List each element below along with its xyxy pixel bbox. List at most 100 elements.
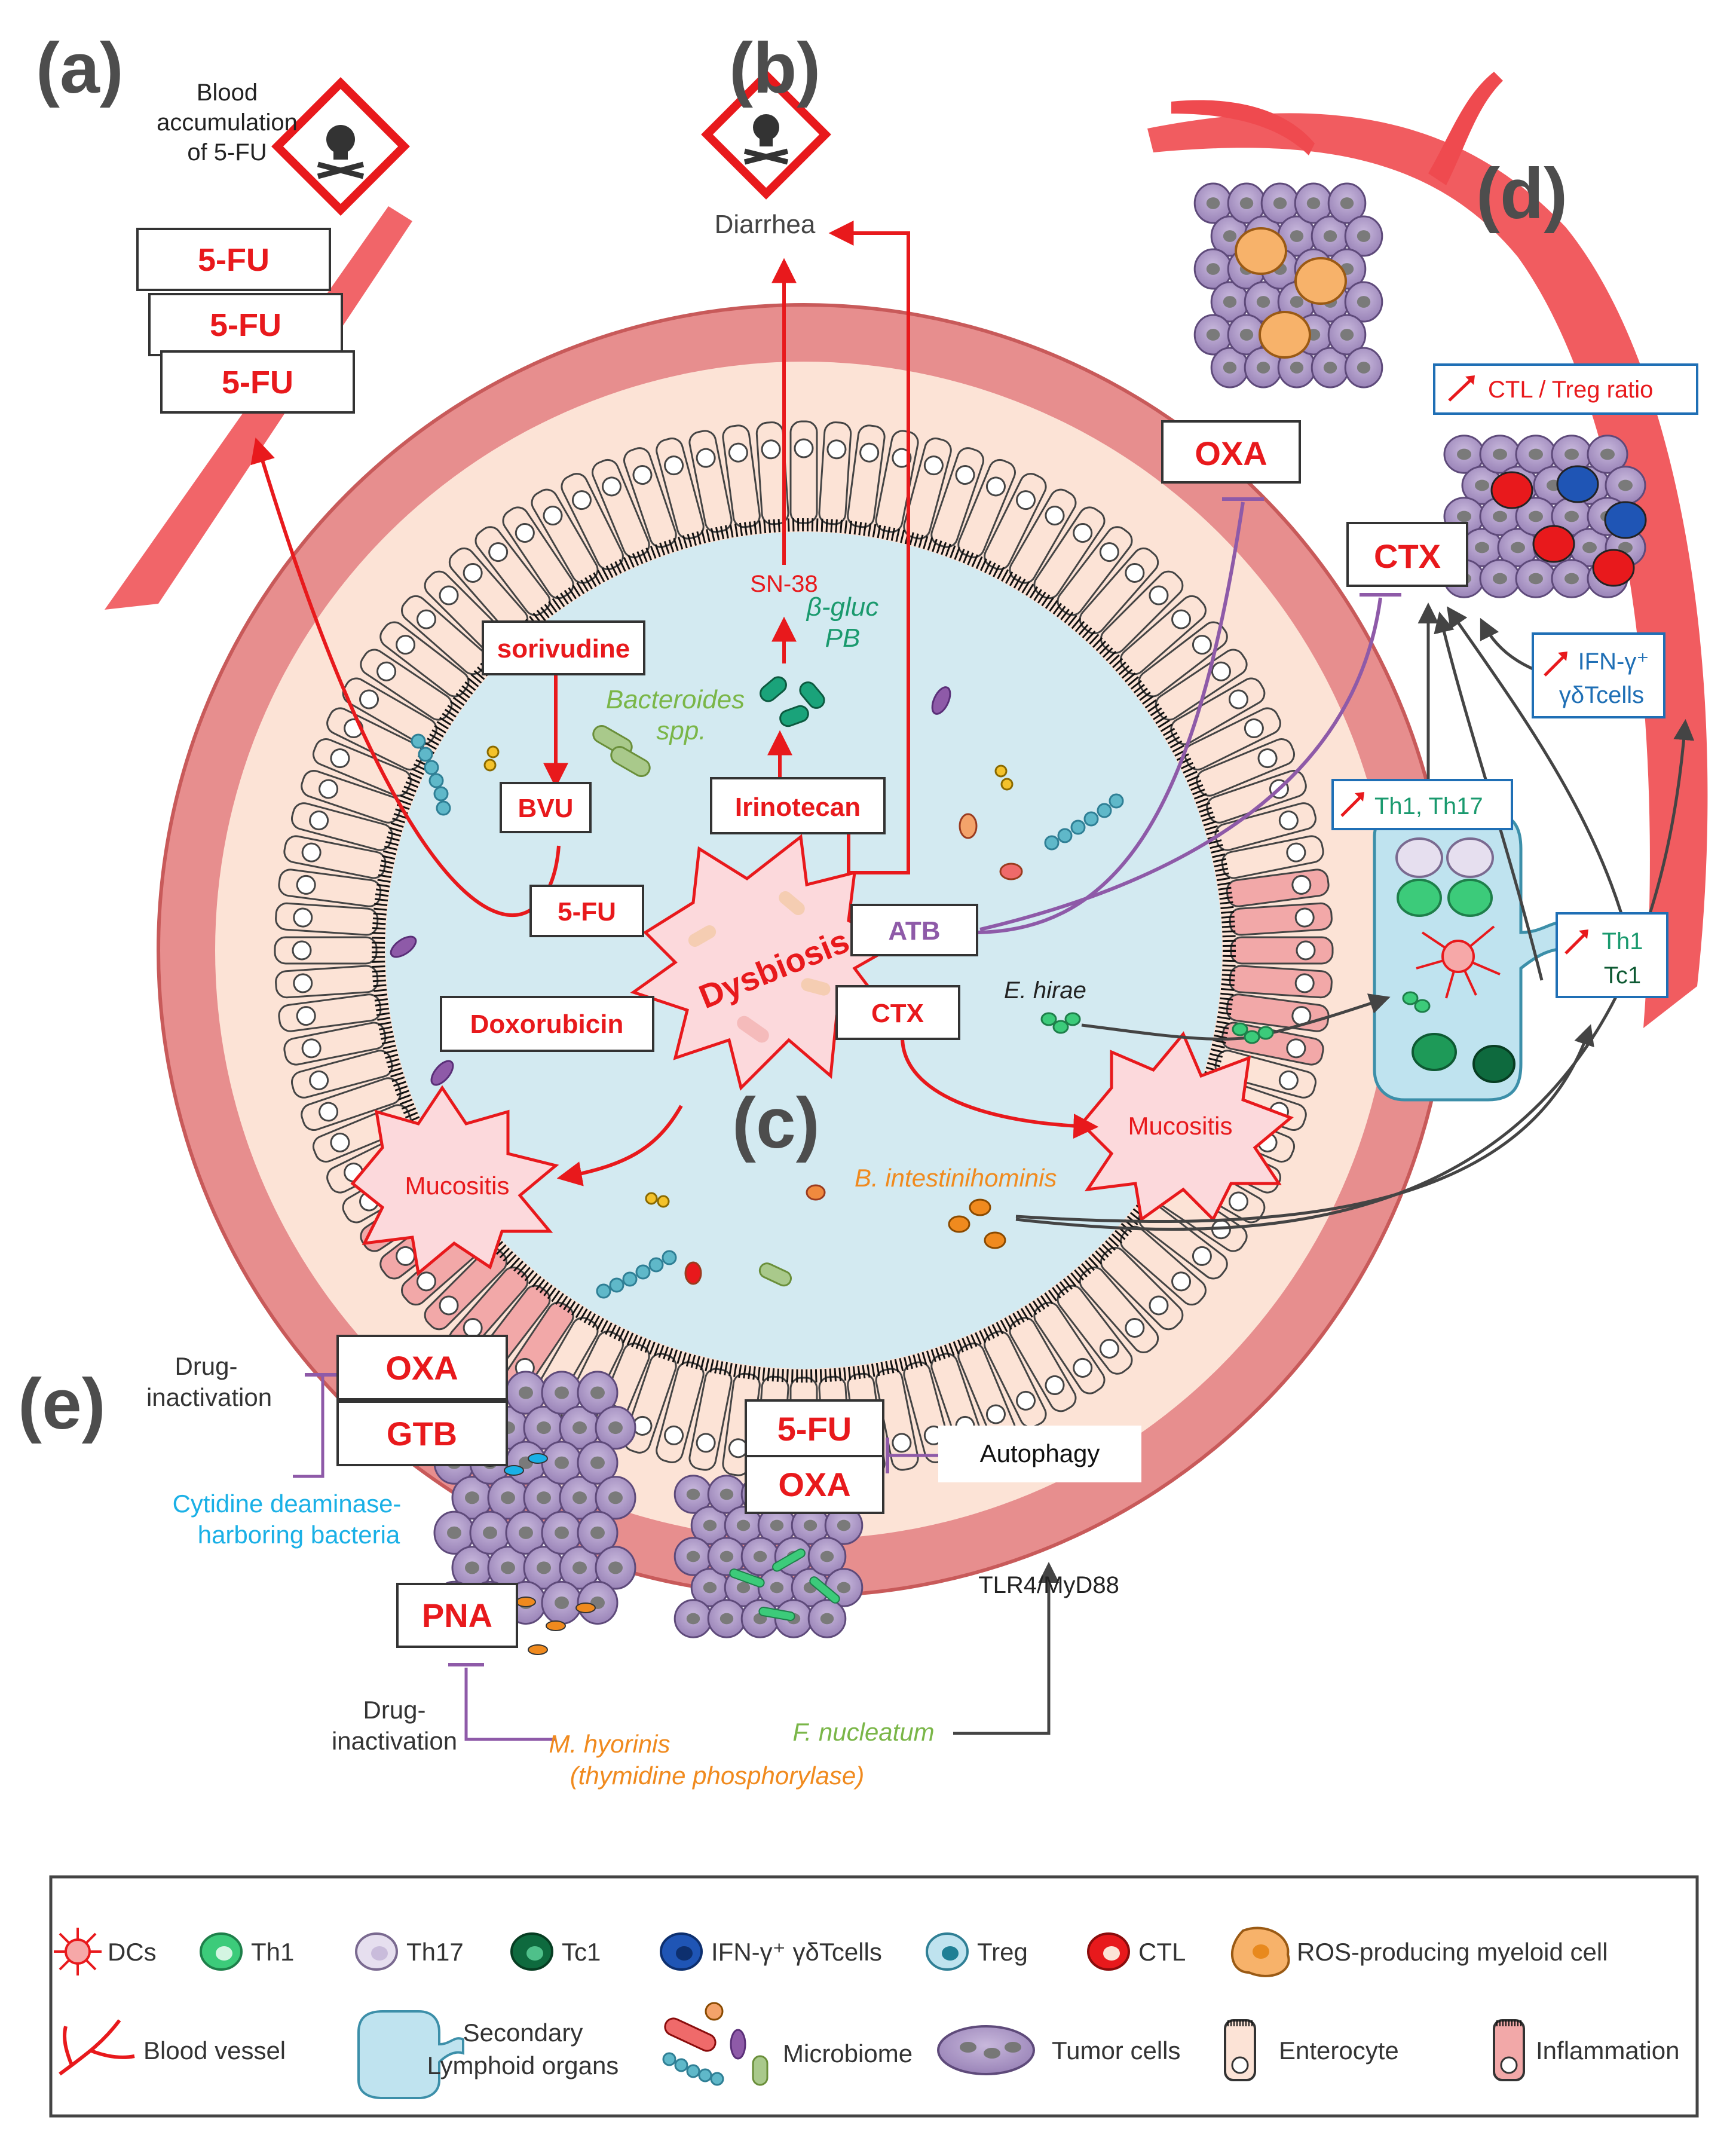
dendritic-cell-icon bbox=[54, 1928, 102, 1975]
tc1-cell-icon bbox=[510, 1932, 553, 1971]
enterocyte-cell bbox=[592, 458, 650, 558]
enterocyte-cell bbox=[531, 488, 599, 584]
svg-text:Doxorubicin: Doxorubicin bbox=[470, 1010, 624, 1039]
enterocyte-cell bbox=[1214, 802, 1316, 851]
svg-text:BVU: BVU bbox=[518, 794, 574, 823]
gamma-delta-t-cell bbox=[1556, 465, 1599, 503]
mucositis-burst-left bbox=[350, 1085, 559, 1276]
enterocyte-cell bbox=[1138, 621, 1228, 698]
th1-tc1-box: Th1 Tc1 bbox=[1556, 912, 1668, 998]
blood-vessel-right bbox=[1147, 72, 1708, 1028]
svg-text:CTL / Treg ratio: CTL / Treg ratio bbox=[1488, 377, 1653, 403]
th1-cell-icon bbox=[200, 1932, 243, 1971]
bvu-box: BVU bbox=[500, 782, 592, 833]
svg-text:spp.: spp. bbox=[656, 716, 706, 745]
svg-text:M. hyorinis: M. hyorinis bbox=[549, 1730, 670, 1758]
svg-text:ATB: ATB bbox=[888, 916, 940, 946]
ctl-cell bbox=[1592, 549, 1635, 587]
cytidine-deaminase-label: Cytidine deaminase- harboring bacteria bbox=[173, 1490, 402, 1549]
legend-secondary: Secondary bbox=[463, 2019, 583, 2047]
ctl-cell bbox=[1490, 471, 1533, 509]
microbiome-lumen bbox=[390, 686, 1124, 1299]
inflammation-icon bbox=[1493, 2019, 1525, 2081]
mucositis-right-label: Mucositis bbox=[1128, 1112, 1232, 1140]
legend-inflammation: Inflammation bbox=[1536, 2036, 1679, 2065]
enterocyte-cell bbox=[1033, 506, 1106, 600]
panel-label-c: (c) bbox=[732, 1083, 820, 1163]
f-nucleatum-bacterium bbox=[729, 1568, 765, 1588]
beta-gluc-label: β-gluc PB bbox=[806, 592, 879, 653]
enterocyte-cell bbox=[1100, 570, 1184, 655]
enterocyte-cell bbox=[301, 1077, 402, 1131]
enterocyte-cell bbox=[930, 447, 984, 548]
ros-myeloid-cell bbox=[1235, 227, 1287, 275]
svg-text:Th1, Th17: Th1, Th17 bbox=[1374, 793, 1483, 819]
b-intestinihominis-bacteria-icon bbox=[948, 1198, 1006, 1249]
enterocyte-cell bbox=[1230, 936, 1334, 965]
enterocyte-cell bbox=[1057, 526, 1133, 616]
bacterium-coccus-icon bbox=[483, 745, 1014, 1208]
sorivudine-box: sorivudine bbox=[482, 620, 645, 675]
enterocyte-cell bbox=[1229, 965, 1333, 999]
svg-text:IFN-γ⁺: IFN-γ⁺ bbox=[1578, 649, 1649, 675]
mucositis-left-label: Mucositis bbox=[405, 1172, 509, 1200]
svg-text:Tc1: Tc1 bbox=[1604, 962, 1641, 989]
legend-dcs: DCs bbox=[108, 1938, 157, 1966]
enterocyte-icon bbox=[1224, 2019, 1256, 2081]
svg-text:Irinotecan: Irinotecan bbox=[735, 793, 861, 822]
svg-text:PB: PB bbox=[825, 623, 861, 653]
enterocyte-cell bbox=[1226, 868, 1330, 907]
legend-ctl: CTL bbox=[1138, 1938, 1186, 1966]
legend: DCs Th1 Th17 Tc1 IFN-γ⁺ γδTcells Treg CT… bbox=[49, 1875, 1699, 2118]
drug-label: 5-FU bbox=[198, 242, 270, 278]
enterocyte-cell bbox=[1009, 488, 1077, 584]
enterocyte-cell bbox=[623, 1353, 677, 1454]
enterocyte-cell bbox=[688, 430, 733, 533]
enterocyte-cell bbox=[274, 936, 378, 965]
secondary-lymphoid-organ bbox=[1373, 811, 1579, 1102]
legend-tc1: Tc1 bbox=[562, 1938, 601, 1966]
svg-text:5-FU: 5-FU bbox=[777, 1410, 852, 1448]
atb-box: ATB bbox=[850, 904, 978, 956]
bacterium-chain-icon bbox=[411, 733, 1124, 1299]
enterocyte-cell bbox=[722, 424, 761, 528]
svg-text:accumulation: accumulation bbox=[157, 109, 298, 136]
5fu-box-lumen: 5-FU bbox=[529, 885, 644, 937]
tumor-bacterium bbox=[516, 1597, 536, 1607]
treg-cell-icon bbox=[926, 1932, 969, 1971]
enterocyte-cell bbox=[561, 473, 624, 570]
legend-blood-vessel: Blood vessel bbox=[143, 2036, 286, 2065]
enterocyte-cell bbox=[1155, 649, 1248, 721]
legend-th17: Th17 bbox=[406, 1938, 464, 1966]
legend-th1: Th1 bbox=[251, 1938, 294, 1966]
svg-text:OXA: OXA bbox=[385, 1349, 458, 1387]
enterocyte-cell bbox=[688, 1368, 733, 1471]
5fu-drug-stack: 5-FU 5-FU 5-FU bbox=[136, 228, 355, 414]
5fu-oxa-box: 5-FU OXA bbox=[745, 1399, 884, 1514]
f-nucleatum-bacterium bbox=[772, 1548, 806, 1572]
enterocyte-cell bbox=[984, 1331, 1047, 1428]
enterocyte-cell bbox=[291, 1050, 393, 1099]
tumor-bacterium bbox=[504, 1465, 524, 1476]
enterocyte-cell bbox=[301, 770, 402, 824]
tlr4-myd88-label: TLR4/MyD88 bbox=[978, 1572, 1119, 1598]
ctl-cell bbox=[1532, 525, 1575, 563]
enterocyte-cell bbox=[1226, 993, 1330, 1032]
legend-ros-myeloid: ROS-producing myeloid cell bbox=[1297, 1938, 1608, 1966]
ctl-treg-ratio-box: CTL / Treg ratio bbox=[1433, 363, 1698, 415]
gamma-delta-t-cell-icon bbox=[660, 1932, 703, 1971]
legend-microbiome: Microbiome bbox=[783, 2039, 913, 2068]
ifn-gamma-box: IFN-γ⁺ γδTcells bbox=[1532, 632, 1665, 718]
blood-accumulation-text: Blood accumulation of 5-FU bbox=[157, 79, 298, 166]
ctx-box-d: CTX bbox=[1346, 522, 1468, 587]
drug-inactivation-top: Drug- inactivation bbox=[146, 1352, 272, 1411]
tumor-bacterium bbox=[528, 1453, 548, 1464]
diarrhea-label: Diarrhea bbox=[715, 210, 816, 239]
enterocyte-cell bbox=[278, 993, 382, 1032]
enterocyte-cell bbox=[1079, 1266, 1159, 1353]
svg-text:inactivation: inactivation bbox=[332, 1727, 457, 1755]
enterocyte-cell bbox=[424, 1246, 508, 1331]
enterocyte-cell bbox=[1229, 902, 1333, 936]
